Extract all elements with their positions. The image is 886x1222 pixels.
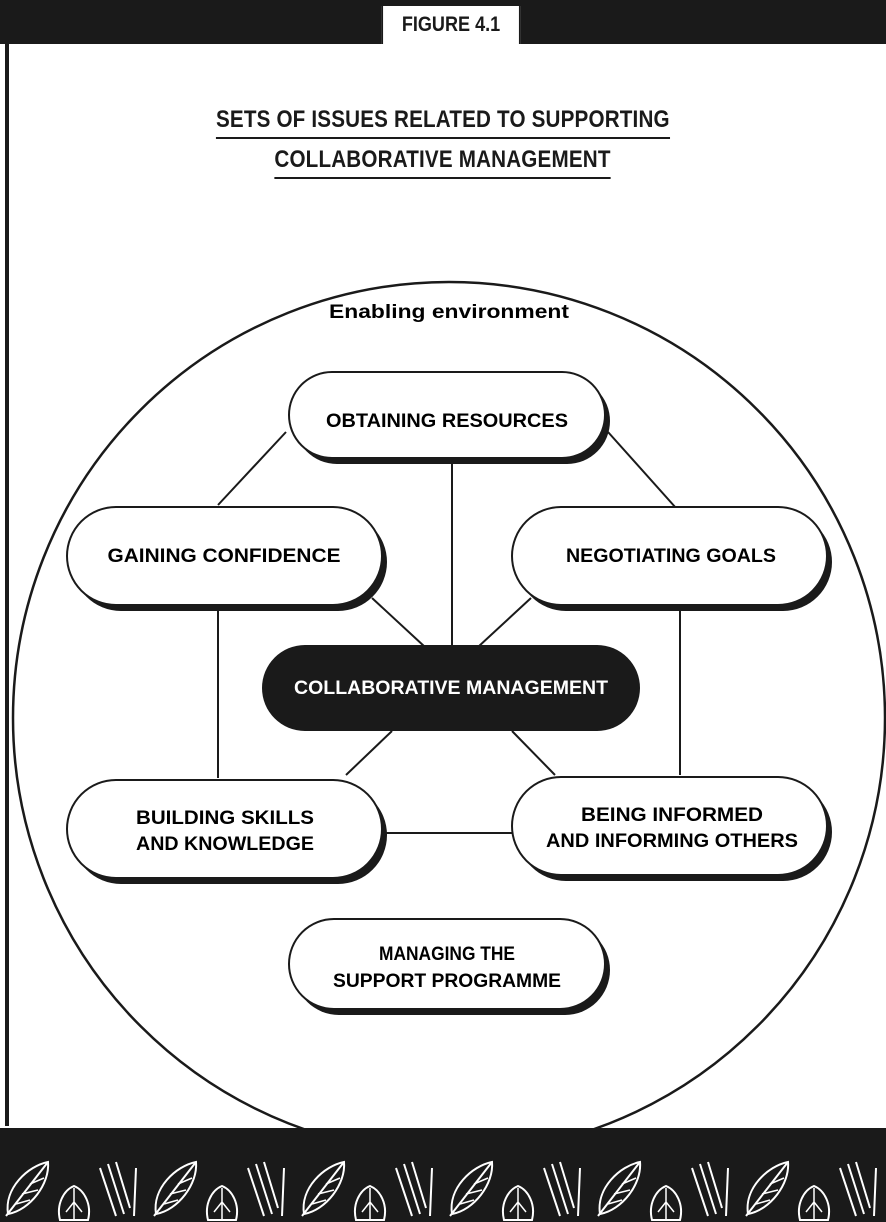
enabling-environment-label: Enabling environment — [329, 302, 570, 323]
node-gaining-confidence-label: GAINING CONFIDENCE — [108, 546, 341, 567]
node-gaining-confidence: GAINING CONFIDENCE — [66, 506, 387, 611]
connector-goals-center — [477, 597, 532, 648]
node-being-informed: BEING INFORMED AND INFORMING OTHERS — [511, 776, 832, 881]
title-line-2-text: COLLABORATIVE MANAGEMENT — [274, 146, 612, 179]
node-collaborative-management-label: COLLABORATIVE MANAGEMENT — [294, 678, 608, 699]
connectors — [217, 431, 681, 834]
leaf-pattern-band — [0, 1128, 886, 1222]
node-managing-support-label-1: MANAGING THE — [379, 944, 515, 965]
node-obtaining-resources-label: OBTAINING RESOURCES — [326, 411, 568, 432]
connector-center-informed — [511, 730, 556, 776]
connector-center-skills — [345, 730, 393, 776]
node-collaborative-management: COLLABORATIVE MANAGEMENT — [262, 645, 640, 731]
title-line-1-text: SETS OF ISSUES RELATED TO SUPPORTING — [216, 106, 670, 139]
node-building-skills-label-2: AND KNOWLEDGE — [136, 834, 314, 855]
node-being-informed-label-1: BEING INFORMED — [581, 805, 763, 826]
connector-confidence-center — [371, 597, 426, 648]
left-rule — [5, 44, 9, 1126]
node-building-skills: BUILDING SKILLS AND KNOWLEDGE — [66, 779, 387, 884]
node-obtaining-resources: OBTAINING RESOURCES — [288, 371, 610, 464]
node-managing-support-label-2: SUPPORT PROGRAMME — [333, 971, 561, 992]
leaf-pattern — [5, 1161, 877, 1221]
node-negotiating-goals: NEGOTIATING GOALS — [511, 506, 832, 611]
figure-label: FIGURE 4.1 — [381, 6, 521, 44]
connector-confidence-resources — [217, 431, 287, 506]
title-line-2: COLLABORATIVE MANAGEMENT — [0, 146, 886, 179]
connector-resources-goals — [607, 431, 677, 509]
node-negotiating-goals-label: NEGOTIATING GOALS — [566, 546, 776, 567]
title-line-1: SETS OF ISSUES RELATED TO SUPPORTING — [0, 106, 886, 139]
node-building-skills-label-1: BUILDING SKILLS — [136, 808, 314, 829]
node-being-informed-label-2: AND INFORMING OTHERS — [546, 831, 798, 852]
node-managing-support: MANAGING THE SUPPORT PROGRAMME — [288, 918, 610, 1015]
